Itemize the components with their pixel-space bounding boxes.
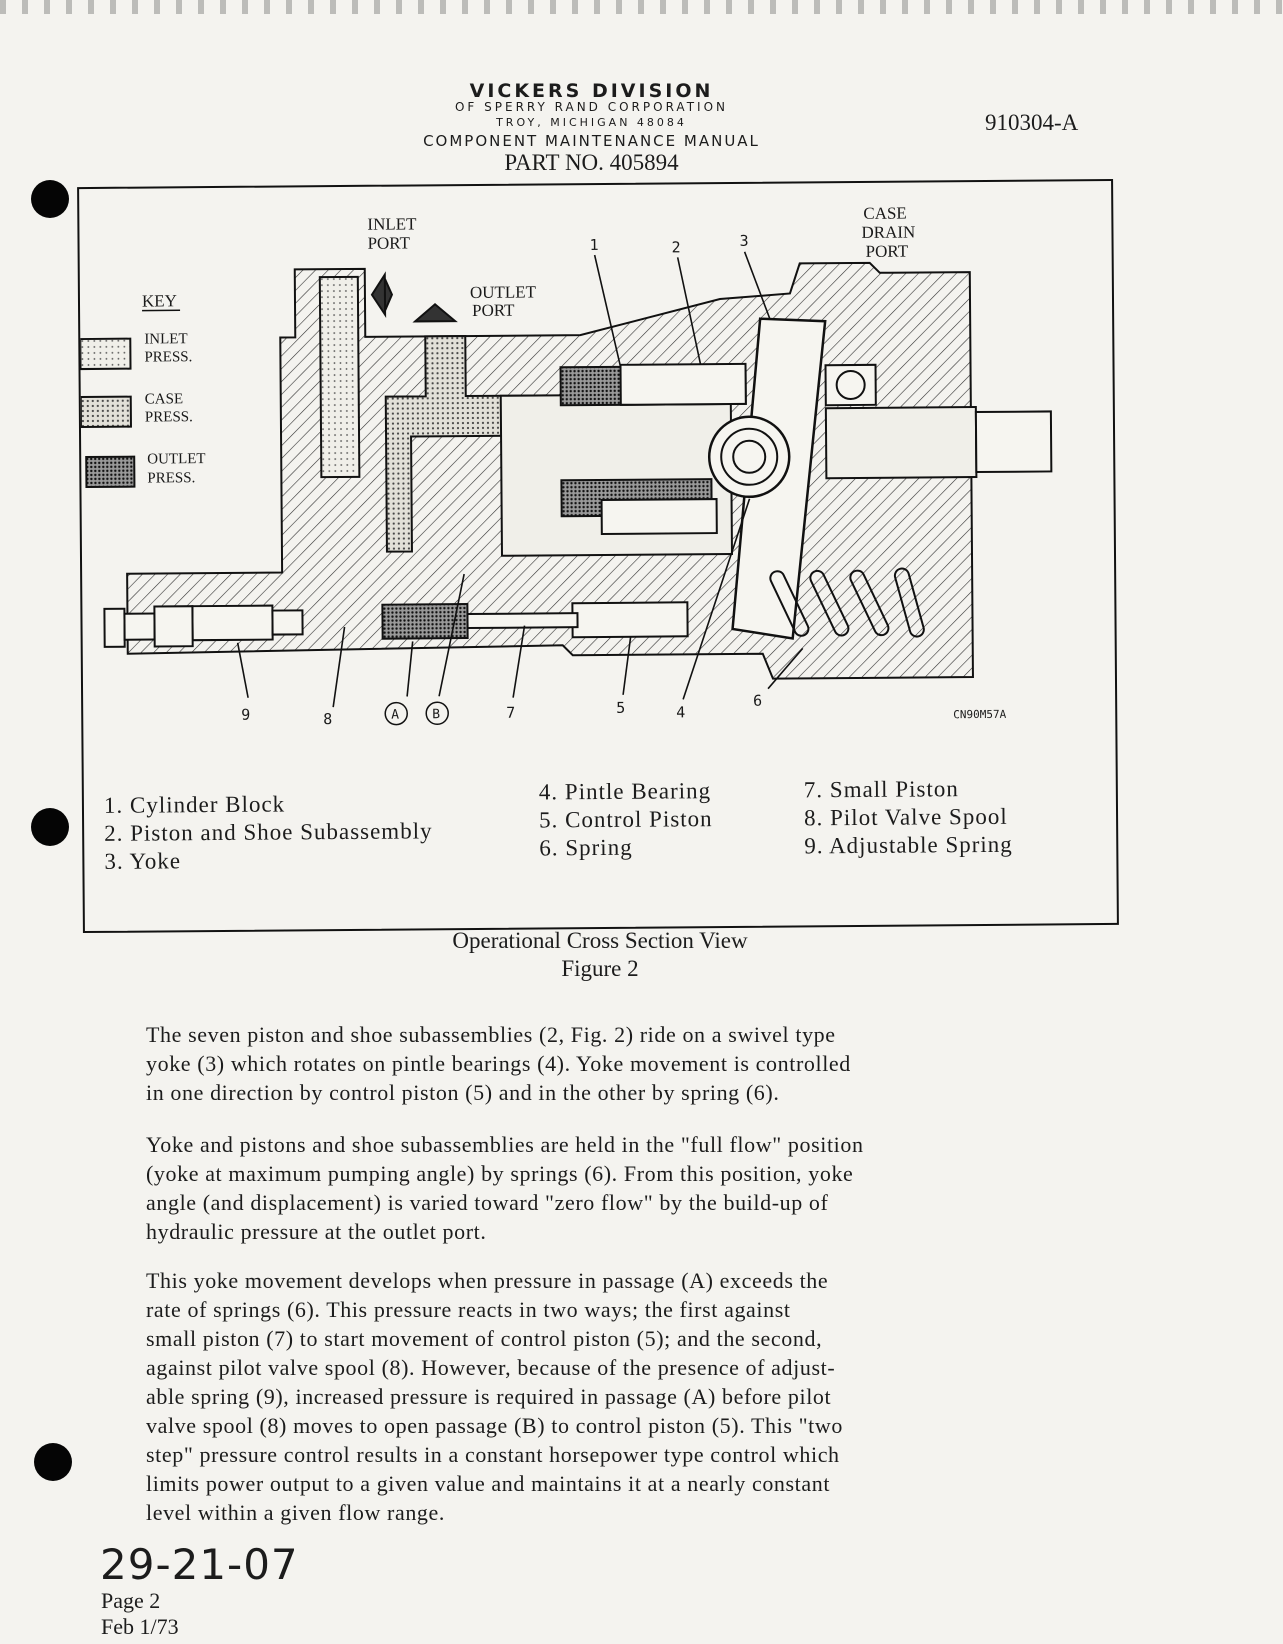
document-number: 910304-A [985, 110, 1079, 135]
paragraph-3-line: step" pressure control results in a cons… [146, 1442, 840, 1467]
case-drain-label-1: CASE [863, 204, 907, 223]
part-number: PART NO. 405894 [504, 150, 679, 175]
outlet-passage [384, 335, 548, 553]
inlet-port-arrow [370, 271, 394, 319]
callout-7: 7 [506, 704, 515, 722]
paragraph-3-line: against pilot valve spool (8). However, … [146, 1355, 836, 1380]
legend-item-8: 8. Pilot Valve Spool [803, 803, 1008, 831]
callout-6: 6 [753, 692, 762, 710]
key-swatch-inlet [79, 337, 132, 371]
paragraph-2-line: angle (and displacement) is varied towar… [146, 1190, 829, 1215]
paragraph-1-line: yoke (3) which rotates on pintle bearing… [146, 1051, 851, 1076]
adjust-screw [103, 607, 126, 648]
legend-item-2: 2. Piston and Shoe Subassembly [104, 818, 433, 846]
piston-upper-shoe [619, 362, 747, 406]
key-inlet-line-2: PRESS. [144, 349, 192, 365]
piston-lower-shoe [600, 498, 718, 535]
callout-2: 2 [672, 238, 681, 256]
inlet-port-label-2: PORT [367, 233, 410, 252]
cross-section-diagram: INLET PORT OUTLET PORT CASE DRAIN PORT K… [79, 204, 1053, 728]
key-swatch-case [79, 395, 132, 429]
paragraph-3: This yoke movement develops when pressur… [146, 1266, 1126, 1527]
paragraph-1: The seven piston and shoe subassemblies … [146, 1020, 1126, 1107]
small-piston-rod [466, 612, 579, 630]
paragraph-2-line: hydraulic pressure at the outlet port. [146, 1219, 487, 1244]
paragraph-1-line: The seven piston and shoe subassemblies … [146, 1022, 836, 1047]
legend-item-5: 5. Control Piston [538, 806, 713, 833]
key-case-line-2: PRESS. [145, 409, 193, 425]
paragraph-3-line: This yoke movement develops when pressur… [146, 1268, 829, 1293]
case-drain-label-2: DRAIN [861, 222, 915, 241]
shaft-bearing [824, 363, 877, 407]
paragraph-2: Yoke and pistons and shoe subassemblies … [146, 1130, 1126, 1246]
callout-8: 8 [323, 710, 332, 728]
binder-hole-middle [31, 808, 69, 846]
callout-5: 5 [616, 699, 625, 717]
binder-hole-bottom [34, 1443, 72, 1481]
paragraph-3-line: valve spool (8) moves to open passage (B… [146, 1413, 843, 1438]
corporation-name: OF SPERRY RAND CORPORATION [454, 100, 728, 114]
page-number: Page 2 [101, 1588, 161, 1613]
callout-4: 4 [676, 703, 685, 721]
figure-caption-number: Figure 2 [561, 956, 639, 981]
adjustable-spring [191, 604, 274, 642]
callout-B: B [432, 707, 440, 722]
legend-item-4: 4. Pintle Bearing [538, 778, 712, 805]
legend-item-3: 3. Yoke [104, 848, 182, 874]
inlet-port-label-1: INLET [367, 214, 417, 233]
manual-title: COMPONENT MAINTENANCE MANUAL [423, 132, 760, 150]
pilot-valve-spool [381, 603, 469, 640]
legend-item-6: 6. Spring [539, 834, 633, 861]
callout-1: 1 [589, 236, 598, 254]
revision-date: Feb 1/73 [101, 1614, 179, 1639]
legend-item-1: 1. Cylinder Block [103, 791, 286, 818]
paragraph-3-line: limits power output to a given value and… [146, 1471, 831, 1496]
callout-A: A [391, 708, 399, 723]
paragraph-3-line: level within a given flow range. [146, 1500, 446, 1525]
callout-3: 3 [739, 232, 748, 250]
case-drain-label-3: PORT [866, 242, 909, 261]
paragraph-3-line: rate of springs (6). This pressure react… [146, 1297, 791, 1322]
key-case-line-1: CASE [145, 391, 183, 407]
callout-A-circle [384, 701, 408, 726]
binder-hole-top [31, 180, 69, 218]
inlet-passage [318, 275, 361, 479]
callout-9: 9 [241, 706, 250, 724]
outlet-port-label-2: PORT [472, 301, 515, 320]
callout-B-circle [425, 701, 449, 726]
figure-caption-title: Operational Cross Section View [452, 928, 748, 953]
scan-artifact [0, 0, 1283, 14]
control-piston [571, 601, 689, 639]
ata-chapter-code: 29-21-07 [100, 1540, 299, 1589]
paragraph-3-line: small piston (7) to start movement of co… [146, 1326, 823, 1351]
key-outlet-line-1: OUTLET [147, 451, 205, 467]
company-address: TROY, MICHIGAN 48084 [496, 116, 687, 129]
paragraph-2-line: Yoke and pistons and shoe subassemblies … [146, 1132, 864, 1157]
key-outlet-line-2: PRESS. [147, 470, 195, 486]
legend-item-7: 7. Small Piston [803, 776, 959, 803]
key-title: KEY [142, 291, 177, 310]
figure-frame: INLET PORT OUTLET PORT CASE DRAIN PORT K… [77, 178, 1119, 934]
paragraph-3-line: able spring (9), increased pressure is r… [146, 1384, 832, 1409]
drawing-code: CN90M57A [953, 708, 1006, 721]
paragraph-2-line: (yoke at maximum pumping angle) by sprin… [146, 1161, 854, 1186]
outlet-port-arrow [412, 302, 458, 323]
shaft-end [974, 410, 1053, 474]
key-inlet-line-1: INLET [144, 331, 187, 347]
key-swatch-outlet [85, 455, 136, 489]
outlet-port-label-1: OUTLET [470, 282, 537, 302]
legend-item-9: 9. Adjustable Spring [804, 831, 1013, 859]
paragraph-1-line: in one direction by control piston (5) a… [146, 1080, 780, 1105]
drive-shaft [824, 406, 978, 480]
company-name: VICKERS DIVISION [469, 80, 714, 102]
yoke-springs [769, 567, 925, 638]
